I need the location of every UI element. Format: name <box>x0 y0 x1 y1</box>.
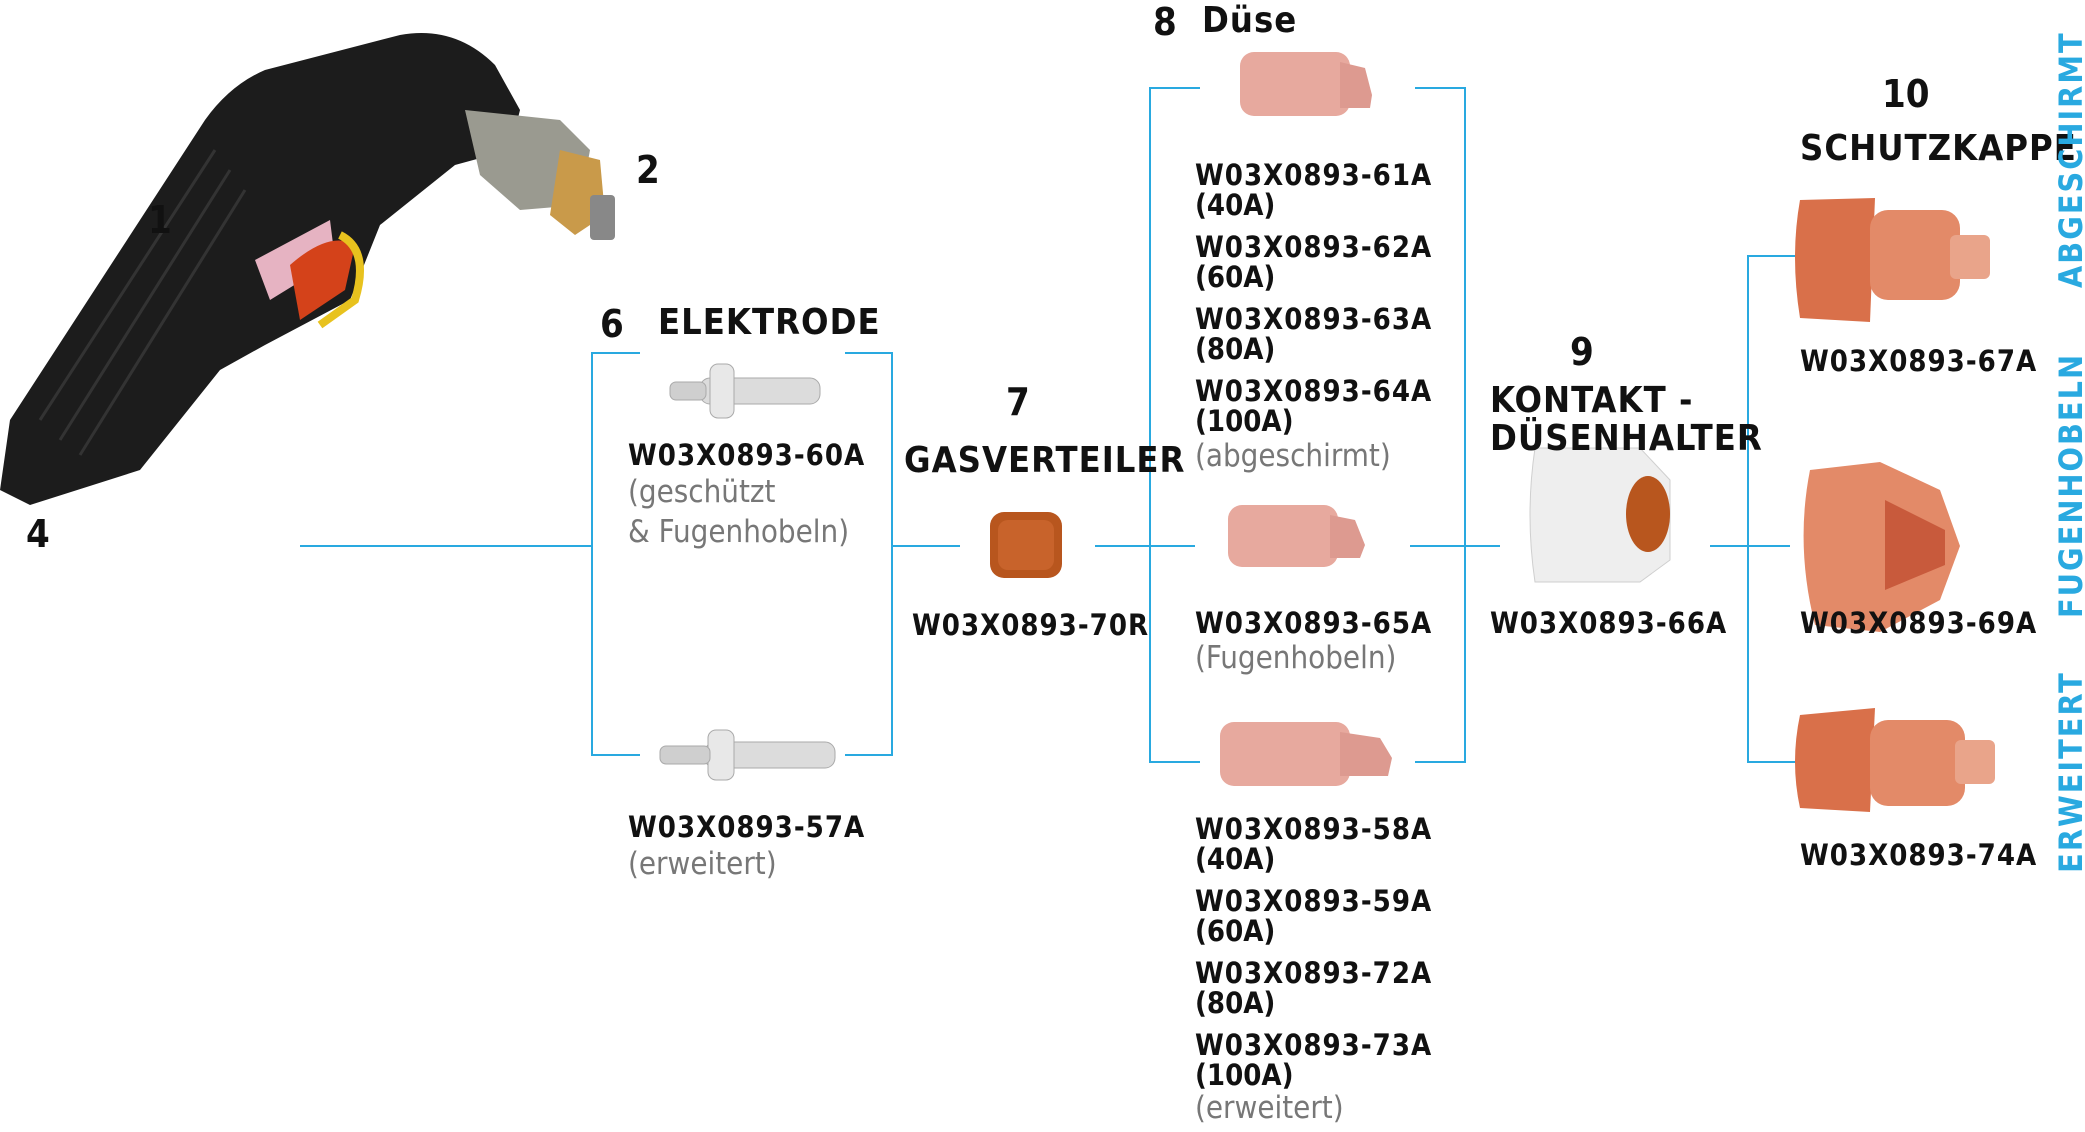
electrode-bracket-left <box>591 352 640 756</box>
nozzle-bottom-image <box>1220 722 1392 786</box>
title-duesenhalter: DÜSENHALTER <box>1490 418 1763 459</box>
torch-illustration <box>0 33 615 505</box>
cap-bracket <box>1747 255 1795 763</box>
nozzle-bot-code-1: W03X0893-58A <box>1195 812 1433 846</box>
electrode-bottom-image <box>659 729 836 781</box>
cap-top-image <box>1795 198 1990 322</box>
label-8: 8 <box>1153 0 1177 44</box>
nozzle-top-amp-1: (40A) <box>1195 188 1276 222</box>
nozzle-bot-note: (erweitert) <box>1195 1090 1344 1126</box>
nozzle-bot-code-2: W03X0893-59A <box>1195 884 1433 918</box>
label-2: 2 <box>636 148 660 192</box>
gas-code: W03X0893-70R <box>912 608 1150 642</box>
nozzle-bot-code-4: W03X0893-73A <box>1195 1028 1433 1062</box>
electrode-top-note1: (geschützt <box>628 474 776 510</box>
nozzle-bot-amp-2: (60A) <box>1195 914 1276 948</box>
cap-bot-code: W03X0893-74A <box>1800 838 2038 872</box>
nozzle-top-code-2: W03X0893-62A <box>1195 230 1433 264</box>
nozzle-top-code-4: W03X0893-64A <box>1195 374 1433 408</box>
gas-distributor-image <box>990 512 1062 578</box>
electrode-bottom-note: (erweitert) <box>628 846 777 882</box>
nozzle-top-amp-2: (60A) <box>1195 260 1276 294</box>
nozzle-bot-amp-4: (100A) <box>1195 1058 1294 1092</box>
label-6: 6 <box>600 302 624 346</box>
electrode-bracket-right <box>845 352 893 756</box>
holder-image <box>1529 447 1671 583</box>
nozzle-top-code-3: W03X0893-63A <box>1195 302 1433 336</box>
holder-code: W03X0893-66A <box>1490 606 1728 640</box>
nozzle-top-amp-3: (80A) <box>1195 332 1276 366</box>
nozzle-bracket-right <box>1415 87 1466 763</box>
cap-top-code: W03X0893-67A <box>1800 344 2038 378</box>
side-label-fugenhobeln: FUGENHOBELN <box>2052 352 2085 618</box>
label-9: 9 <box>1570 330 1594 374</box>
nozzle-bracket-left <box>1149 87 1200 763</box>
nozzle-bot-amp-3: (80A) <box>1195 986 1276 1020</box>
nozzle-top-amp-4: (100A) <box>1195 404 1294 438</box>
nozzle-middle-image <box>1228 505 1365 567</box>
label-4: 4 <box>26 512 50 556</box>
label-1: 1 <box>148 198 172 242</box>
title-kontakt: KONTAKT - <box>1490 380 1694 421</box>
title-duese: Düse <box>1202 0 1298 41</box>
title-schutzkappe: SCHUTZKAPPE <box>1800 128 2077 169</box>
nozzle-mid-note: (Fugenhobeln) <box>1195 640 1397 676</box>
nozzle-top-image <box>1240 52 1372 116</box>
title-elektrode: ELEKTRODE <box>658 302 881 343</box>
side-label-abgeschirmt: ABGESCHIRMT <box>2052 31 2085 288</box>
electrode-top-image <box>669 363 821 419</box>
cap-mid-code: W03X0893-69A <box>1800 606 2038 640</box>
nozzle-bot-amp-1: (40A) <box>1195 842 1276 876</box>
side-label-erweitert: ERWEITERT <box>2052 671 2085 873</box>
nozzle-top-note: (abgeschirmt) <box>1195 438 1391 474</box>
electrode-top-code: W03X0893-60A <box>628 438 866 472</box>
cap-bottom-image <box>1795 708 1995 812</box>
nozzle-bot-code-3: W03X0893-72A <box>1195 956 1433 990</box>
label-7: 7 <box>1006 380 1030 424</box>
nozzle-top-code-1: W03X0893-61A <box>1195 158 1433 192</box>
nozzle-mid-code: W03X0893-65A <box>1195 606 1433 640</box>
electrode-top-note2: & Fugenhobeln) <box>628 514 850 550</box>
label-10: 10 <box>1882 72 1930 116</box>
title-gasverteiler: GASVERTEILER <box>904 440 1186 481</box>
cap-middle-image <box>1803 462 1960 632</box>
electrode-bottom-code: W03X0893-57A <box>628 810 866 844</box>
